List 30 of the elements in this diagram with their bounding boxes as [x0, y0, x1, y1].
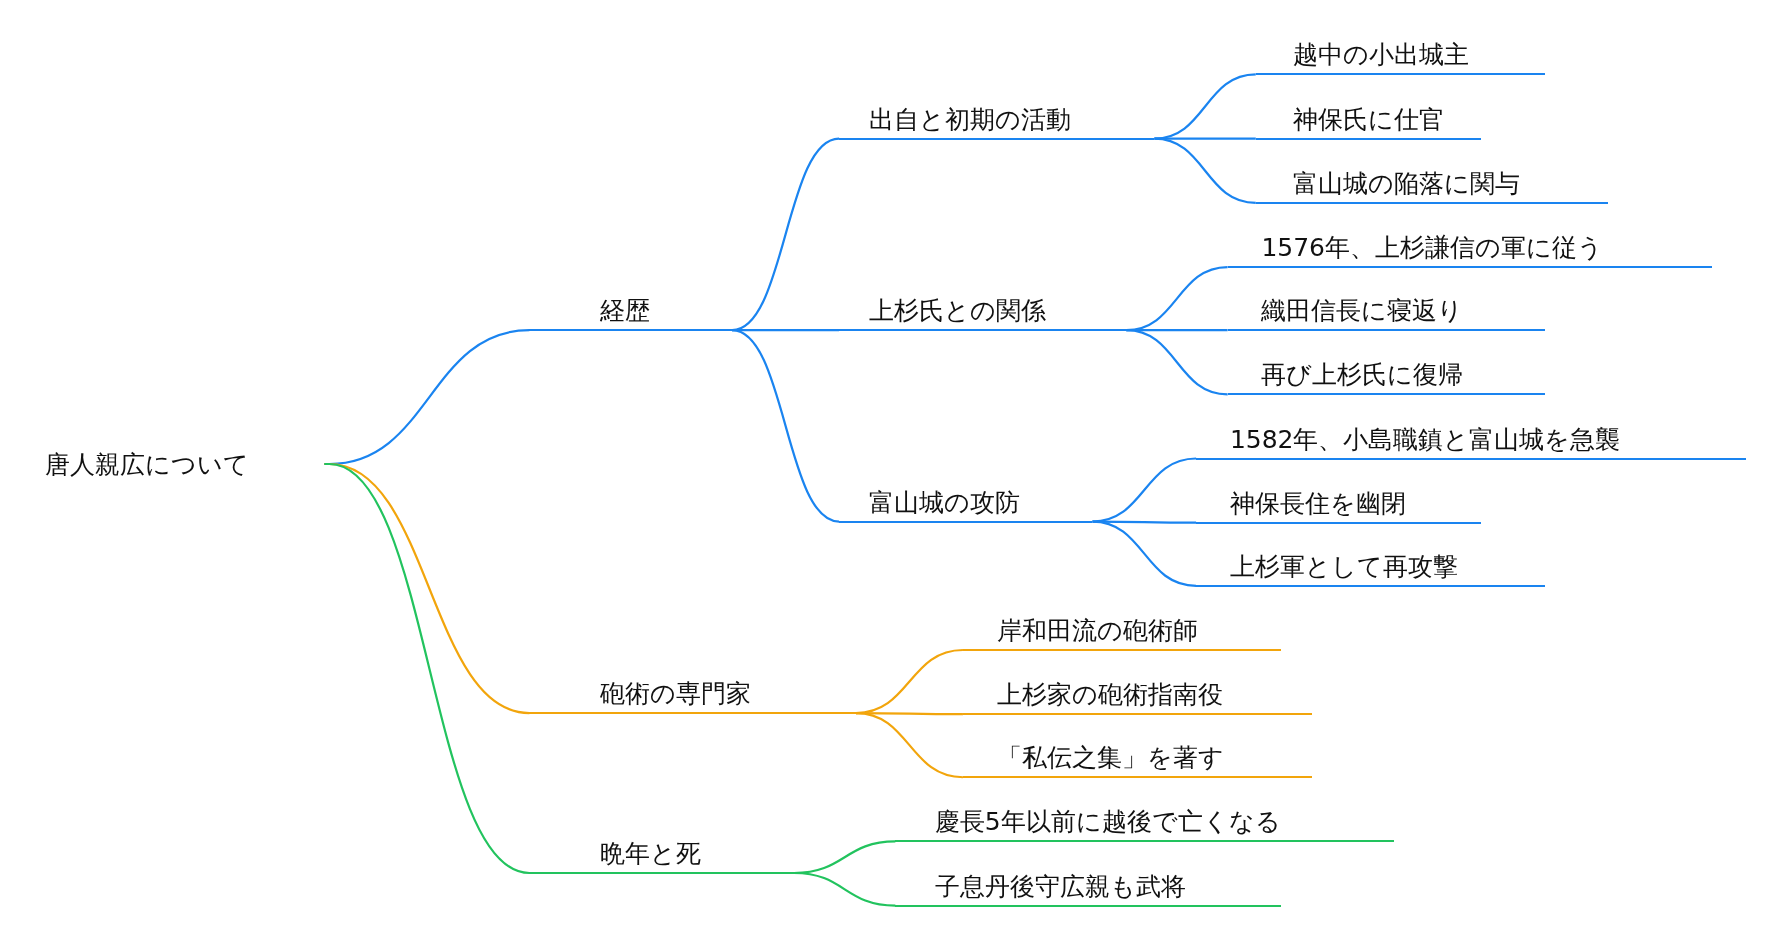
branch-line [792, 871, 896, 907]
topic-label: 晩年と死 [529, 830, 794, 874]
topic-label: 1582年、小島職鎮と富山城を急襲 [1196, 415, 1746, 460]
topic-label: 子息丹後守広親も武将 [895, 862, 1281, 907]
topic-label: 経歴 [529, 287, 733, 332]
topic-label: 砲術の専門家 [529, 670, 856, 715]
topic-label: 岸和田流の砲術師 [962, 607, 1281, 651]
branch-line [854, 711, 964, 779]
branch-line [1153, 73, 1256, 140]
topic-label: 出自と初期の活動 [839, 95, 1155, 140]
topic-label: 上杉氏との関係 [839, 287, 1127, 332]
topic-label: 富山城の攻防 [839, 478, 1093, 523]
topic-label: 越中の小出城主 [1255, 31, 1546, 76]
branch-line [1091, 520, 1197, 524]
topic-label: 神保長住を幽閉 [1196, 479, 1482, 524]
topic-label: 織田信長に寝返り [1227, 287, 1546, 332]
topic-label: 「私伝之集」を著す [962, 734, 1313, 779]
topic-label: 神保氏に仕官 [1255, 95, 1482, 140]
topic-label: 慶長5年以前に越後で亡くなる [895, 798, 1395, 843]
branch-line [1091, 520, 1197, 587]
topic-label: 上杉家の砲術指南役 [962, 671, 1313, 716]
branch-line [324, 462, 530, 874]
branch-line [1125, 329, 1228, 396]
topic-label: 上杉軍として再攻撃 [1196, 542, 1546, 587]
branch-line [1153, 137, 1256, 204]
topic-label: 再び上杉氏に復帰 [1227, 351, 1546, 396]
branch-line [730, 329, 840, 523]
central-topic: 唐人親広について [45, 442, 325, 486]
topic-label: 1576年、上杉謙信の軍に従う [1227, 224, 1712, 269]
topic-label: 富山城の陥落に関与 [1255, 159, 1609, 204]
